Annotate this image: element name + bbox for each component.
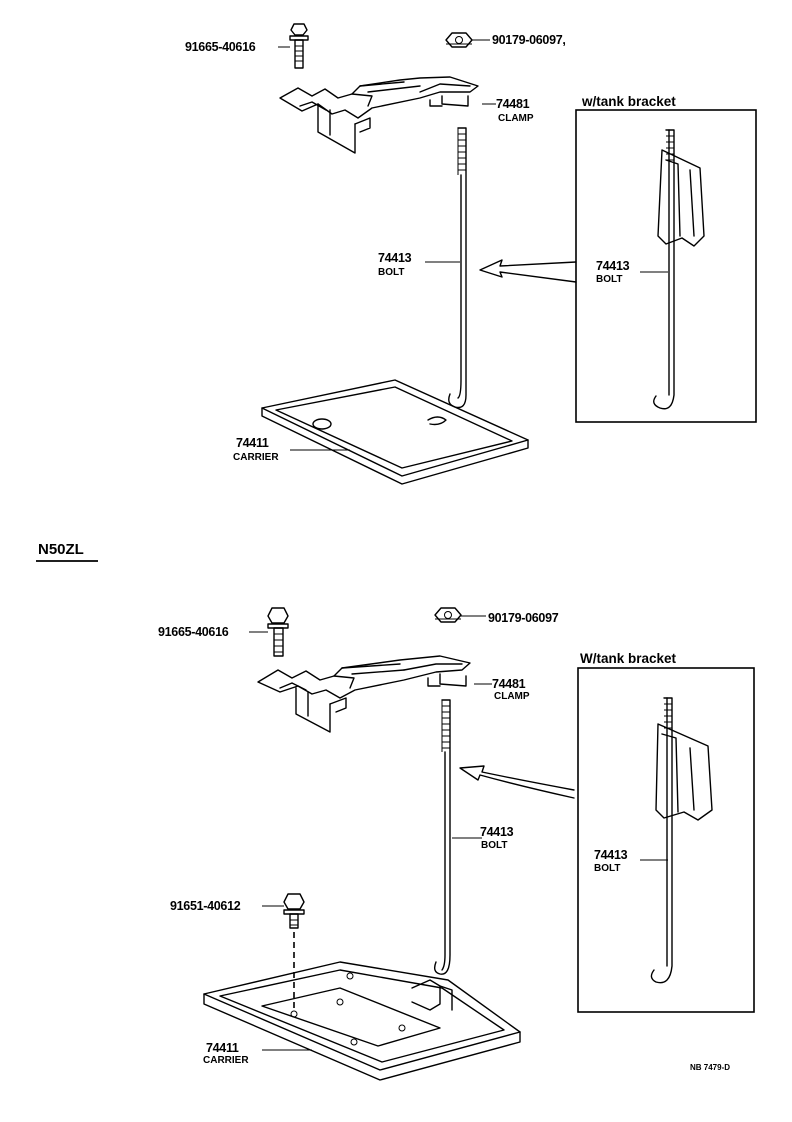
nut-icon: [434, 607, 462, 623]
part-name-label: BOLT: [596, 274, 622, 285]
part-name-label: BOLT: [594, 863, 620, 874]
part-number-label: 74413: [378, 251, 412, 265]
part-number-label: 74411: [206, 1041, 239, 1055]
part-name-label: CARRIER: [203, 1055, 249, 1066]
bolt-icon: [289, 23, 309, 69]
inset-title: w/tank bracket: [581, 94, 676, 109]
part-number-label: 90179-06097,: [492, 33, 566, 47]
inset-frame: [577, 667, 755, 1013]
part-number-label: 74413: [594, 848, 628, 862]
figure-code-label: NB 7479-D: [690, 1063, 730, 1072]
inset-bolt-bracket-drawing: [653, 129, 705, 410]
carrier-tray-drawing: [261, 379, 529, 485]
j-bolt-drawing: [433, 699, 451, 975]
arrow-icon: [459, 765, 575, 799]
inset-frame: [575, 109, 757, 423]
part-name-label: CLAMP: [494, 691, 530, 702]
part-name-label: BOLT: [481, 840, 507, 851]
part-number-label: 90179-06097: [488, 611, 559, 625]
arrow-icon: [479, 259, 577, 283]
part-number-label: 91651-40612: [170, 899, 241, 913]
part-number-label: 74481: [492, 677, 526, 691]
part-name-label: CARRIER: [233, 452, 279, 463]
part-name-label: CLAMP: [498, 113, 534, 124]
j-bolt-drawing: [448, 127, 467, 409]
bottom-diagram: 91665-40616 90179-06097 74481 CLAMP: [158, 607, 755, 1081]
clamp-drawing: [279, 76, 479, 154]
part-name-label: BOLT: [378, 267, 404, 278]
inset-title: W/tank bracket: [580, 651, 677, 666]
clamp-drawing: [257, 655, 471, 733]
carrier-tray-drawing: [203, 961, 521, 1081]
part-number-label: 74413: [596, 259, 630, 273]
model-code-label: N50ZL: [38, 541, 84, 558]
top-diagram: 91665-40616 90179-06097, 74481 CLAMP: [185, 23, 757, 485]
bolt-icon: [267, 607, 289, 657]
part-number-label: 74481: [496, 97, 530, 111]
bolt-icon: [283, 893, 305, 1012]
part-number-label: 91665-40616: [185, 40, 256, 54]
part-number-label: 91665-40616: [158, 625, 229, 639]
part-number-label: 74411: [236, 436, 269, 450]
inset-bolt-bracket-drawing: [650, 697, 713, 984]
part-number-label: 74413: [480, 825, 514, 839]
nut-icon: [445, 32, 473, 48]
